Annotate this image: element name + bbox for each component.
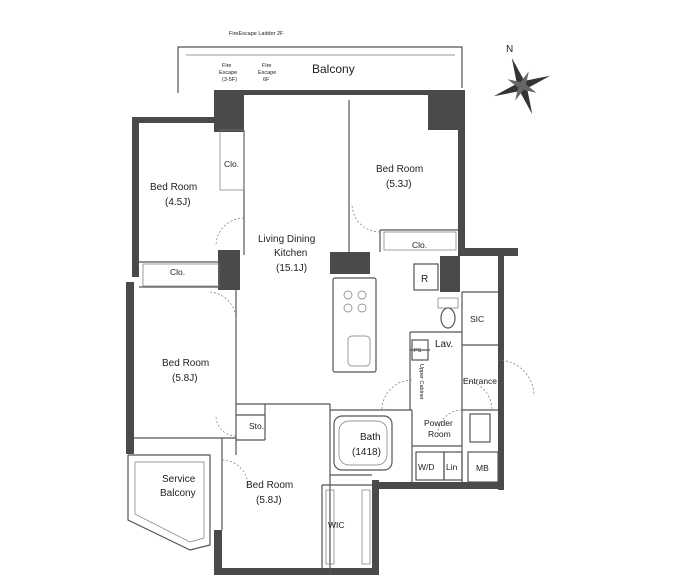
fire-escape-ladder-label: FireEscape Ladder 2F <box>229 31 284 37</box>
service-balcony-line1: Service <box>162 474 196 485</box>
closet-nw-label: Clo. <box>224 159 239 169</box>
closet-mid-label: Clo. <box>170 267 185 277</box>
meter-box-label: MB <box>476 463 489 473</box>
ldk-name-line1: Living Dining <box>258 234 315 245</box>
bed-room-ne-name: Bed Room <box>376 164 423 175</box>
linen-label: Lin <box>446 462 458 472</box>
closet-ne-label: Clo. <box>412 240 427 250</box>
bed-room-s-size: (5.8J) <box>256 495 282 506</box>
bed-room-w-name: Bed Room <box>162 358 209 369</box>
fire-escape-left-line1: Fire <box>222 63 231 69</box>
compass-north-label: N <box>506 44 513 55</box>
bath-size: (1418) <box>352 447 381 458</box>
service-balcony-line2: Balcony <box>160 488 196 499</box>
fire-escape-right-line3: 6F <box>263 77 270 83</box>
fire-escape-left-line2: Escape <box>219 70 237 76</box>
bed-room-w-size: (5.8J) <box>172 373 198 384</box>
ps-label: PS <box>414 348 422 354</box>
powder-room-line2: Room <box>428 429 451 439</box>
ldk-name-line2: Kitchen <box>274 248 307 259</box>
balcony-label: Balcony <box>312 62 355 76</box>
washer-dryer-label: W/D <box>418 462 435 472</box>
door-swings <box>207 203 535 487</box>
upper-cabinet-label: Upper Cabinet <box>418 364 424 400</box>
storage-label: Sto. <box>249 421 264 431</box>
bed-room-ne-size: (5.3J) <box>386 179 412 190</box>
powder-room-line1: Powder <box>424 418 453 428</box>
refrigerator-label: R <box>421 274 428 285</box>
sic-label: SIC <box>470 314 484 324</box>
fire-escape-left-line3: (3-5F) <box>222 77 237 83</box>
fixtures <box>325 263 491 565</box>
interior-walls <box>134 100 499 575</box>
bath-name: Bath <box>360 432 381 443</box>
bed-room-s-name: Bed Room <box>246 480 293 491</box>
wic-label: WIC <box>328 520 345 530</box>
compass-icon <box>493 57 551 115</box>
exterior-walls <box>126 46 518 575</box>
fire-escape-right-line2: Escape <box>258 70 276 76</box>
ldk-size: (15.1J) <box>276 263 307 274</box>
fire-escape-right-line1: Fire <box>262 63 271 69</box>
bed-room-nw-size: (4.5J) <box>165 197 191 208</box>
lavatory-label: Lav. <box>435 339 453 350</box>
bed-room-nw-name: Bed Room <box>150 182 197 193</box>
entrance-label: Entrance <box>463 376 497 386</box>
